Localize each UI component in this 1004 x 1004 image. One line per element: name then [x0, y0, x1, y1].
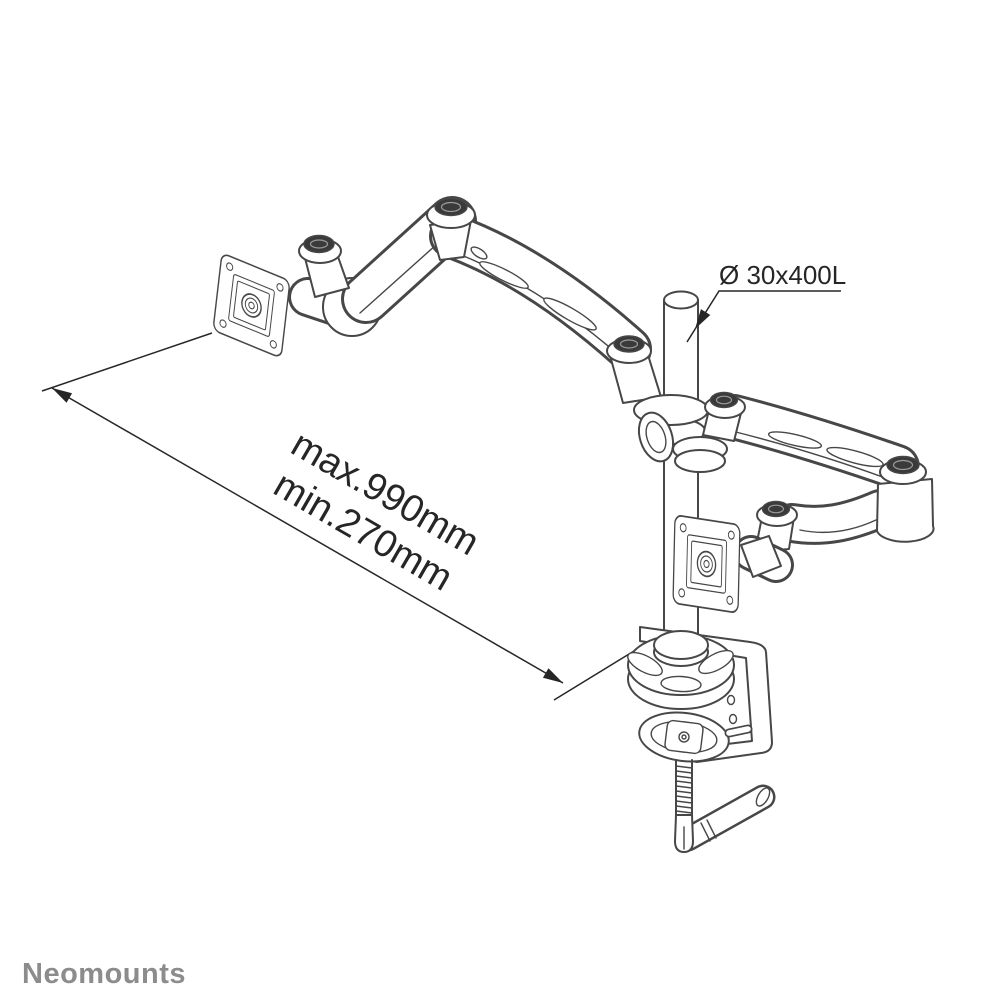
- vesa-screw-hole: [226, 262, 234, 271]
- dimension-arrowhead-left: [52, 388, 73, 403]
- arm-slot: [826, 446, 884, 468]
- vesa-screw-hole: [276, 283, 284, 292]
- vesa-screw-hole: [219, 319, 227, 328]
- joint-cap: [761, 500, 791, 518]
- brand-logo: Neomounts: [22, 958, 186, 990]
- extension-line-left: [41, 332, 213, 392]
- joint-cap: [434, 197, 468, 217]
- vesa-screw-hole: [678, 588, 686, 598]
- joint-cap: [303, 234, 335, 254]
- dimension-annotation: max.990mm min.270mm: [41, 332, 635, 701]
- vesa-screw-hole: [727, 530, 735, 540]
- bracket-hole: [726, 694, 736, 706]
- vesa-screw-hole: [269, 340, 277, 349]
- vesa-screw-hole: [679, 523, 687, 533]
- vesa-screw-hole: [726, 595, 734, 605]
- arm-slot: [479, 261, 529, 289]
- dimension-arrowhead-right: [542, 668, 563, 683]
- arm-slot: [543, 297, 597, 331]
- vesa-plate-right: [672, 515, 741, 613]
- desk-clamp-base: [627, 626, 776, 853]
- clamp-pad: [638, 711, 730, 763]
- monitor-arm-right: [702, 391, 935, 583]
- joint-cap: [709, 391, 739, 409]
- arm-slot: [470, 246, 488, 260]
- joint-cap: [613, 335, 645, 353]
- joint-cap: [886, 455, 920, 475]
- callout-arrowhead: [695, 309, 711, 329]
- arm-slot: [767, 431, 823, 449]
- monitor-arm-left: [288, 196, 662, 404]
- pole-size-label: Ø 30x400L: [719, 260, 846, 290]
- thread: [675, 765, 693, 814]
- pole-collar: [633, 394, 728, 473]
- bracket-hole: [728, 713, 738, 725]
- dimension-line: [51, 387, 564, 684]
- pole-dimension-callout: Ø 30x400L: [686, 260, 846, 343]
- vesa-plate-left: [213, 254, 290, 357]
- pole-top: [663, 290, 699, 310]
- extension-line-right: [553, 650, 635, 701]
